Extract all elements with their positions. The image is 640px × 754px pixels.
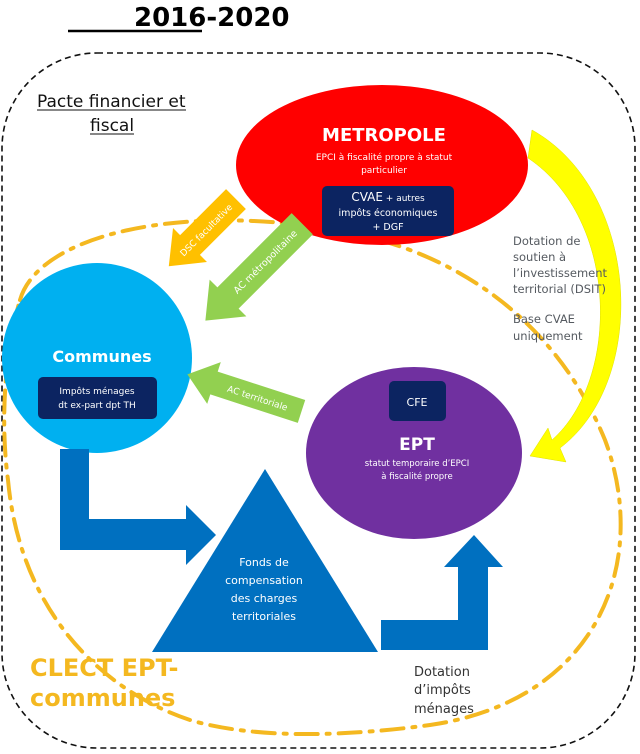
metropole-ellipse: [236, 85, 528, 245]
dsit-line3: l’investissement: [513, 266, 608, 280]
clect-label-line1: CLECT EPT-: [30, 654, 178, 682]
fonds-line4: territoriales: [232, 610, 296, 623]
pacte-label-line1: Pacte financier et: [37, 92, 186, 112]
metropole-box-line2: impôts économiques: [339, 208, 438, 219]
clect-label-line2: communes: [30, 684, 175, 712]
fonds-line1: Fonds de: [239, 556, 289, 569]
metropole-subtitle-2: particulier: [361, 166, 407, 176]
title: 2016-2020: [134, 3, 290, 33]
metropole-tax-box: [322, 186, 454, 236]
communes-box-line2: dt ex-part dpt TH: [58, 401, 135, 411]
dsit-line1: Dotation de: [513, 234, 581, 248]
dsit-line2: soutien à: [513, 250, 566, 264]
dsit-line4: territorial (DSIT): [513, 282, 606, 296]
communes-title: Communes: [52, 347, 151, 366]
fonds-line3: des charges: [231, 592, 298, 605]
ept-box-label: CFE: [407, 396, 428, 409]
ept-title: EPT: [399, 435, 435, 455]
dsit-line5: Base CVAE: [513, 312, 575, 326]
ept-tax-box: [389, 381, 446, 421]
fonds-line2: compensation: [225, 574, 303, 587]
metropole-box-line1: CVAE + autres: [351, 190, 425, 204]
dsit-label: Dotation de soutien à l’investissement t…: [513, 234, 608, 343]
ac-metropolitaine-label: AC métropolitaine: [232, 228, 300, 296]
pacte-label-line2: fiscal: [90, 116, 134, 136]
communes-to-fonds-arrow: [60, 449, 216, 565]
dsit-arrow: [527, 129, 622, 463]
pacte-boundary: [1, 52, 636, 749]
fonds-to-ept-arrow: [381, 535, 503, 650]
dotation-menages-line2: d’impôts: [414, 683, 471, 698]
dsit-line6: uniquement: [513, 329, 583, 343]
metropole-subtitle-1: EPCI à fiscalité propre à statut: [316, 152, 453, 163]
ac-territoriale-arrow: AC territoriale: [187, 362, 306, 423]
fonds-triangle: [152, 469, 378, 652]
communes-box-line1: Impôts ménages: [59, 386, 134, 397]
ept-subtitle-1: statut temporaire d’EPCI: [365, 459, 470, 469]
metropole-title: METROPOLE: [322, 125, 446, 146]
ept-subtitle-2: à fiscalité propre: [381, 471, 452, 482]
dotation-menages-line1: Dotation: [414, 665, 470, 680]
ept-ellipse: [306, 367, 522, 539]
metropole-box-line3: + DGF: [372, 222, 403, 233]
communes-tax-box: [38, 377, 157, 419]
dotation-menages-line3: ménages: [414, 702, 474, 717]
